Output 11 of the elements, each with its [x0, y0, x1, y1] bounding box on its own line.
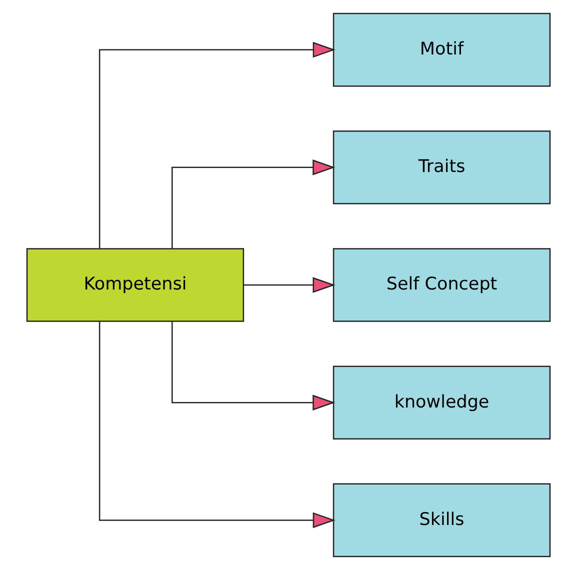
node-box: Motif: [332, 12, 551, 87]
arrow: [172, 322, 336, 410]
node-box: Kompetensi: [26, 248, 244, 322]
node-box: knowledge: [332, 366, 551, 440]
arrow: [244, 277, 336, 293]
node-box: Traits: [332, 130, 551, 204]
arrow: [98, 322, 336, 528]
node-box: Skills: [332, 483, 551, 558]
arrow: [98, 42, 336, 248]
arrow: [172, 160, 336, 248]
node-box: Self Concept: [332, 248, 551, 322]
